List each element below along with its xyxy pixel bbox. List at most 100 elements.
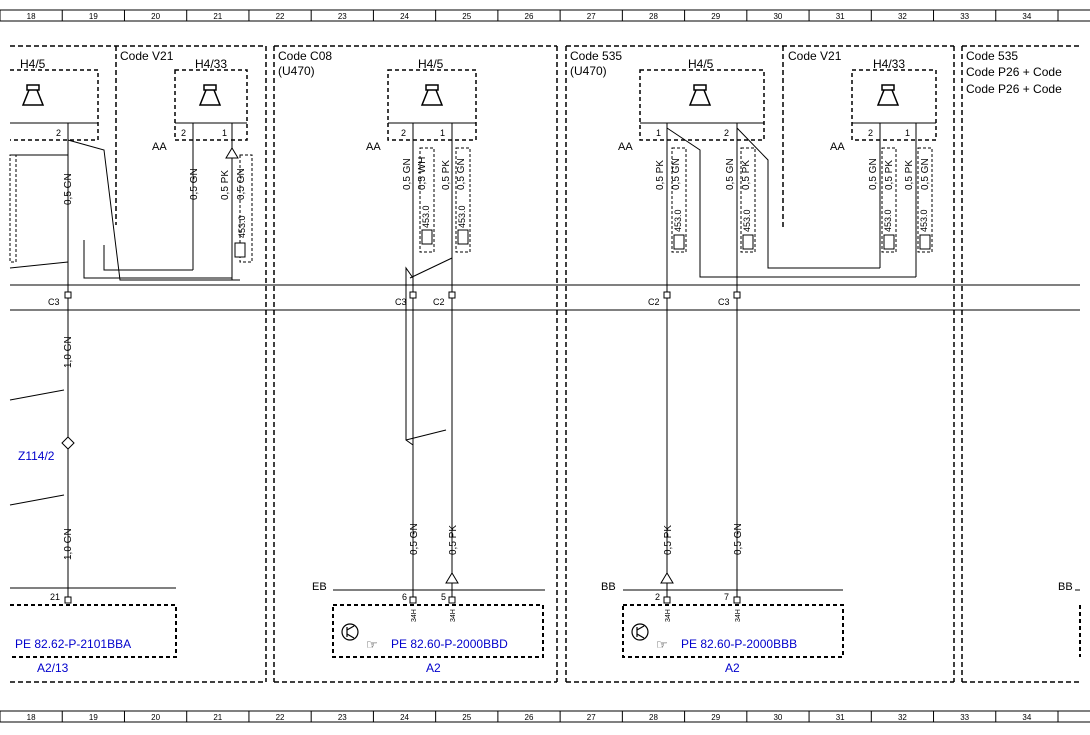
ruler-column-label: 21 — [213, 713, 222, 722]
pin-label: 2 — [724, 128, 729, 138]
speaker-label: H4/33 — [195, 57, 227, 71]
splice-diamond-icon — [61, 436, 75, 450]
reference-link[interactable]: PE 82.62-P-2101BBA — [15, 637, 131, 651]
ruler-column-label: 31 — [836, 713, 845, 722]
ruler-column-label: 22 — [276, 12, 285, 21]
cable-label: 453.0 — [919, 209, 929, 232]
cable-label: 453.0 — [742, 209, 752, 232]
pin-label: 1 — [905, 128, 910, 138]
speaker-icon — [198, 84, 222, 106]
code-label: Code V21 — [120, 49, 174, 63]
pin-label: 7 — [724, 592, 729, 602]
bb-label: BB — [601, 581, 616, 593]
pin-code: 34H — [450, 609, 457, 622]
wire-label: 0,5 GN — [868, 158, 879, 190]
cable-shield — [671, 147, 687, 253]
pin-label: 1 — [656, 128, 661, 138]
connector-label: C3 — [48, 297, 60, 307]
ruler-column-label: 23 — [338, 12, 347, 21]
shield-triangle-icon — [445, 572, 459, 584]
aa-label: AA — [618, 141, 633, 153]
wire-label: 0,5 PK — [441, 160, 452, 190]
wire-label: 0,5 GN — [671, 158, 682, 190]
wire-label: 0,5 PK — [663, 525, 674, 555]
plug-icon — [421, 229, 433, 245]
splice-label: Z114/2 — [18, 449, 55, 463]
plug-icon — [742, 234, 754, 250]
ruler-column-label: 28 — [649, 713, 658, 722]
aa-label: AA — [830, 141, 845, 153]
plug-icon — [919, 234, 931, 250]
pin-code: 34H — [411, 609, 418, 622]
ruler-column-label: 32 — [898, 12, 907, 21]
pin-label: 6 — [402, 592, 407, 602]
ruler-column-label: 20 — [151, 12, 160, 21]
wire-label: 0,5 GN — [733, 523, 744, 555]
wire-label: 0,5 GN — [402, 158, 413, 190]
pin-connector — [663, 596, 671, 604]
ruler-column-label: 34 — [1022, 12, 1031, 21]
pointer-icon: ☞ — [366, 637, 378, 652]
ruler-column-label: 33 — [960, 713, 969, 722]
reference-link[interactable]: PE 82.60-P-2000BBD — [391, 637, 508, 651]
plug-icon — [673, 234, 685, 250]
cable-shield — [740, 147, 756, 253]
bb-label: BB — [1058, 581, 1073, 593]
aa-label: AA — [366, 141, 381, 153]
eb-label: EB — [312, 581, 327, 593]
cable-shield — [881, 147, 897, 253]
speaker-box-h4-5 — [10, 69, 99, 141]
connector-label: C3 — [395, 297, 407, 307]
unit-label: A2 — [426, 661, 441, 675]
cable-label: 453.0 — [673, 209, 683, 232]
connector-c3 — [64, 291, 72, 299]
speaker-box — [639, 69, 765, 141]
speaker-box — [387, 69, 477, 141]
ruler-column-label: 27 — [587, 713, 596, 722]
ruler-column-label: 19 — [89, 12, 98, 21]
wire-label: 0,5 PK — [655, 160, 666, 190]
wire-label: 1,0 GN — [63, 528, 74, 560]
connector-label: C2 — [648, 297, 660, 307]
code-label: Code P26 + Code — [966, 82, 1062, 96]
transistor-icon — [341, 623, 359, 641]
ruler-column-label: 18 — [27, 713, 36, 722]
reference-link[interactable]: PE 82.60-P-2000BBB — [681, 637, 797, 651]
pin-label: 1 — [222, 128, 227, 138]
pin-label: 21 — [50, 592, 60, 602]
speaker-label: H4/5 — [688, 57, 714, 71]
ruler-column-label: 29 — [711, 713, 720, 722]
pin-label: 2 — [56, 128, 61, 138]
connector-label: C3 — [718, 297, 730, 307]
cable-shield — [917, 147, 933, 253]
speaker-label: H4/5 — [20, 57, 46, 71]
pin-label: 5 — [441, 592, 446, 602]
unit-box-a2 — [332, 604, 544, 658]
pin-connector — [733, 596, 741, 604]
cable-shield — [239, 154, 253, 263]
ruler-column-label: 28 — [649, 12, 658, 21]
transistor-icon — [631, 623, 649, 641]
wire-label: 0,5 PK — [741, 160, 752, 190]
pin-code: 34H — [665, 609, 672, 622]
wire-label: 0,5 GN — [725, 158, 736, 190]
ruler-column-label: 24 — [400, 12, 409, 21]
cable-shield — [419, 147, 435, 253]
wire-label: 0,5 PK — [884, 160, 895, 190]
ruler-column-label: 21 — [213, 12, 222, 21]
connector-c3 — [409, 291, 417, 299]
speaker-box-h4-33 — [851, 69, 937, 141]
section-4 — [851, 69, 937, 277]
pin-code: 34H — [735, 609, 742, 622]
wire-label: 0,5 GN — [236, 168, 247, 200]
shield-triangle-icon — [660, 572, 674, 584]
connector-c3 — [733, 291, 741, 299]
ruler-column-label: 23 — [338, 713, 347, 722]
ruler-column-label: 22 — [276, 713, 285, 722]
wire-label: 0,5 GN — [409, 523, 420, 555]
wire-label: 0,5 PK — [448, 525, 459, 555]
pin-connector — [448, 596, 456, 604]
code-sub-label: (U470) — [570, 64, 607, 78]
connector-c2 — [663, 291, 671, 299]
